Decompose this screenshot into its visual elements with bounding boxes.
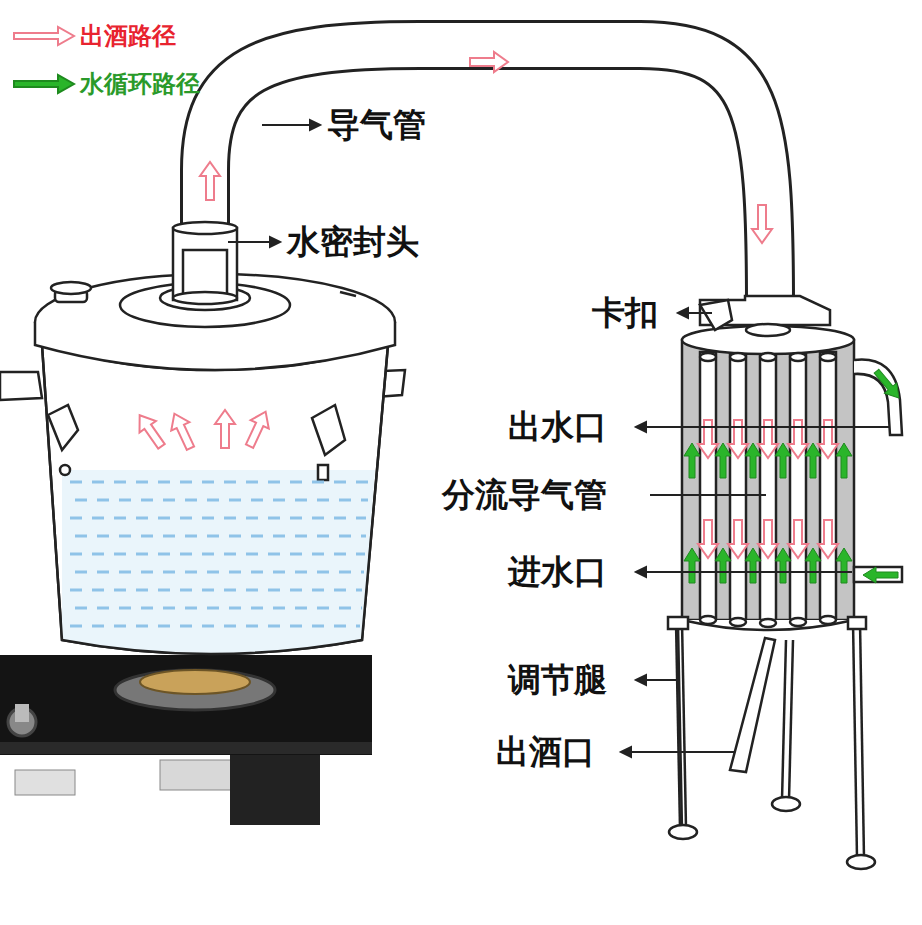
- condenser: [668, 296, 902, 869]
- water-level: [70, 482, 370, 626]
- legend-row: 水循环路径: [12, 68, 200, 100]
- legend-arrow: [12, 24, 76, 48]
- legend-row: 出酒路径: [12, 20, 176, 52]
- part-label: 出水口: [506, 408, 609, 446]
- legend-text: 出酒路径: [80, 20, 176, 52]
- part-label: 导气管: [325, 106, 428, 144]
- legend-arrow: [12, 72, 76, 96]
- part-label: 进水口: [506, 553, 609, 591]
- part-label: 水密封头: [285, 223, 421, 261]
- water-seal: [173, 222, 237, 304]
- part-label: 卡扣: [590, 294, 660, 332]
- part-label: 出酒口: [494, 733, 597, 771]
- leader-lines: [228, 120, 890, 757]
- gas-pipe: [205, 45, 770, 305]
- part-label: 调节腿: [506, 661, 609, 699]
- gas-stove: [0, 655, 372, 825]
- legend-text: 水循环路径: [80, 68, 200, 100]
- part-label: 分流导气管: [440, 476, 609, 514]
- flow-arrows: [131, 52, 905, 583]
- pot: [0, 274, 405, 654]
